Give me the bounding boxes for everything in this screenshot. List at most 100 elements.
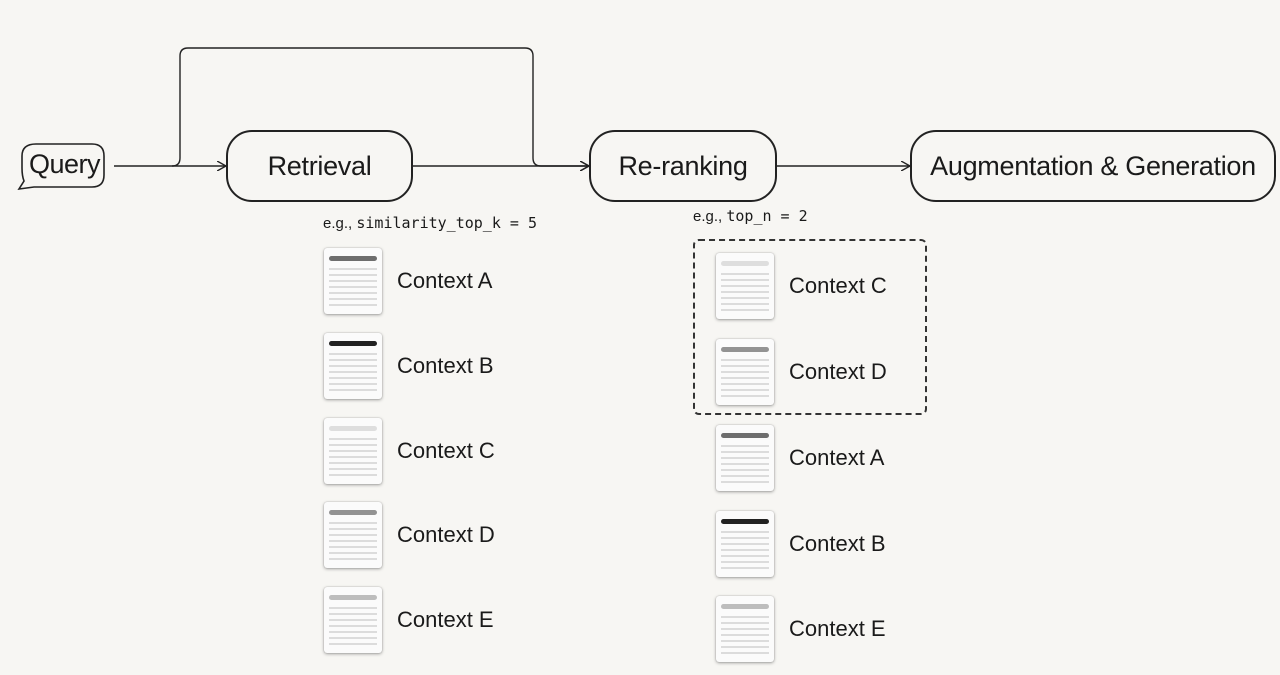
document-text-line [721,531,769,533]
document-text-line [329,383,377,385]
document-header-bar [329,510,377,515]
document-text-line [329,643,377,645]
context-label: Context B [789,531,886,556]
document-icon [716,339,774,405]
document-text-line [721,457,769,459]
reranked-context-item: Context B [716,511,956,579]
document-text-line [329,468,377,470]
document-text-line [721,377,769,379]
document-text-line [721,561,769,563]
context-label: Context D [397,522,495,547]
reranking-node: Re-ranking [589,130,777,202]
document-text-line [721,463,769,465]
document-text-line [721,279,769,281]
context-label: Context A [397,268,493,293]
document-text-line [329,558,377,560]
document-header-bar [329,426,377,431]
document-text-line [721,383,769,385]
document-text-line [329,619,377,621]
document-text-line [721,297,769,299]
retrieval-param-code: similarity_top_k = 5 [356,214,537,232]
document-text-line [721,291,769,293]
retrieved-context-item: Context C [324,418,564,486]
document-text-line [329,607,377,609]
document-text-line [329,474,377,476]
document-text-line [721,365,769,367]
document-text-line [721,359,769,361]
document-text-line [721,640,769,642]
retrieved-context-item: Context E [324,587,564,655]
document-text-line [329,450,377,452]
document-text-line [721,549,769,551]
document-text-line [329,438,377,440]
context-label: Context C [397,438,495,463]
document-text-line [721,622,769,624]
document-text-line [721,371,769,373]
document-icon [324,248,382,314]
document-text-line [329,268,377,270]
document-text-line [329,625,377,627]
document-text-line [329,444,377,446]
top-n-selection-box [693,239,927,415]
document-text-line [721,451,769,453]
document-text-line [329,546,377,548]
document-text-line [329,353,377,355]
document-text-line [721,475,769,477]
document-text-line [721,555,769,557]
document-text-line [721,285,769,287]
arrow-query-bypass-to-reranking [171,47,589,166]
document-text-line [329,456,377,458]
document-text-line [721,273,769,275]
document-text-line [721,628,769,630]
document-text-line [721,309,769,311]
document-text-line [721,646,769,648]
document-text-line [329,377,377,379]
document-text-line [329,462,377,464]
document-icon [324,502,382,568]
document-text-line [721,616,769,618]
document-text-line [721,481,769,483]
document-text-line [329,304,377,306]
document-text-line [721,445,769,447]
document-icon [716,596,774,662]
reranked-context-item: Context E [716,596,956,664]
document-text-line [721,395,769,397]
document-icon [324,418,382,484]
reranking-param-prefix: e.g., [693,208,727,225]
document-header-bar [721,519,769,524]
reranking-param-code: top_n = 2 [726,207,808,225]
document-header-bar [329,256,377,261]
reranked-context-item: Context A [716,425,956,493]
retrieval-param: e.g., similarity_top_k = 5 [323,214,537,232]
document-text-line [329,637,377,639]
document-header-bar [721,347,769,352]
generation-node: Augmentation & Generation [910,130,1276,202]
document-icon [324,587,382,653]
document-text-line [721,543,769,545]
generation-label: Augmentation & Generation [930,150,1256,181]
document-text-line [329,286,377,288]
document-text-line [721,567,769,569]
retrieval-node: Retrieval [226,130,413,202]
document-text-line [329,631,377,633]
reranked-context-item: Context C [716,253,956,321]
context-label: Context E [397,607,494,632]
retrieval-label: Retrieval [267,150,372,181]
document-text-line [329,552,377,554]
document-text-line [721,469,769,471]
retrieval-param-prefix: e.g., [323,215,357,232]
document-text-line [329,365,377,367]
document-text-line [329,274,377,276]
document-icon [716,511,774,577]
context-label: Context C [789,273,887,298]
document-text-line [329,371,377,373]
document-text-line [329,280,377,282]
document-text-line [721,652,769,654]
document-text-line [329,359,377,361]
reranked-context-item: Context D [716,339,956,407]
document-text-line [721,303,769,305]
document-text-line [329,528,377,530]
document-icon [716,425,774,491]
document-header-bar [329,341,377,346]
document-text-line [721,537,769,539]
